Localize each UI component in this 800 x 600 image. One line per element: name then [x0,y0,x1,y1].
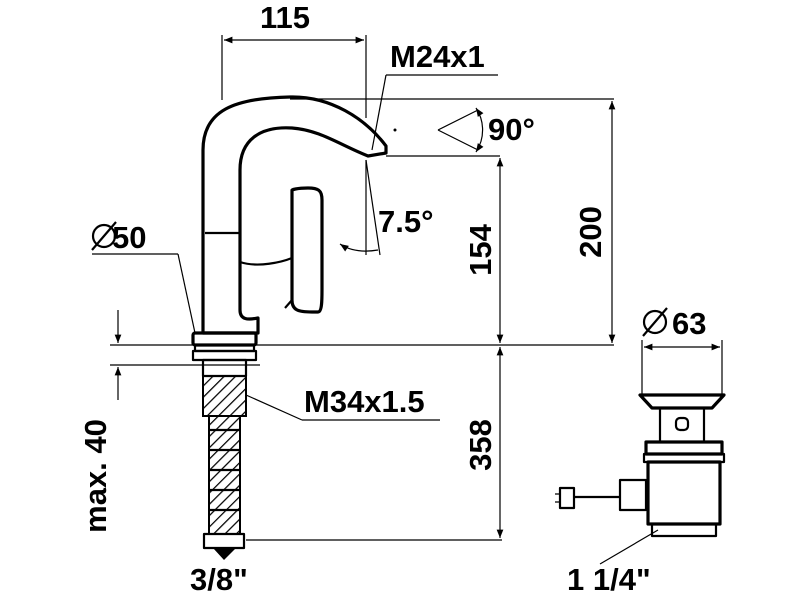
tilt-angle-label: 7.5° [378,204,434,239]
max-counter-thickness-label: max. 40 [78,419,113,533]
dimension-lines [92,35,723,565]
spout-reach-label: 115 [260,0,310,35]
shank-thread-label: M34x1.5 [304,384,425,419]
waste-connection-label: 1 1/4" [567,562,651,597]
waste-diameter-label: 63 [672,306,706,341]
swivel-angle-label: 90° [488,112,535,147]
diameter-symbol-icon [642,307,668,337]
shank-length-label: 358 [463,419,498,471]
waste-valve [555,393,726,538]
aerator-thread-label: M24x1 [390,39,485,74]
faucet-body [191,95,388,560]
body-diameter-label: 50 [112,220,146,255]
hose-connection-label: 3/8" [190,562,248,597]
diameter-symbol-icon [91,221,117,251]
spout-height-label: 154 [463,223,498,275]
total-height-label: 200 [573,206,608,258]
